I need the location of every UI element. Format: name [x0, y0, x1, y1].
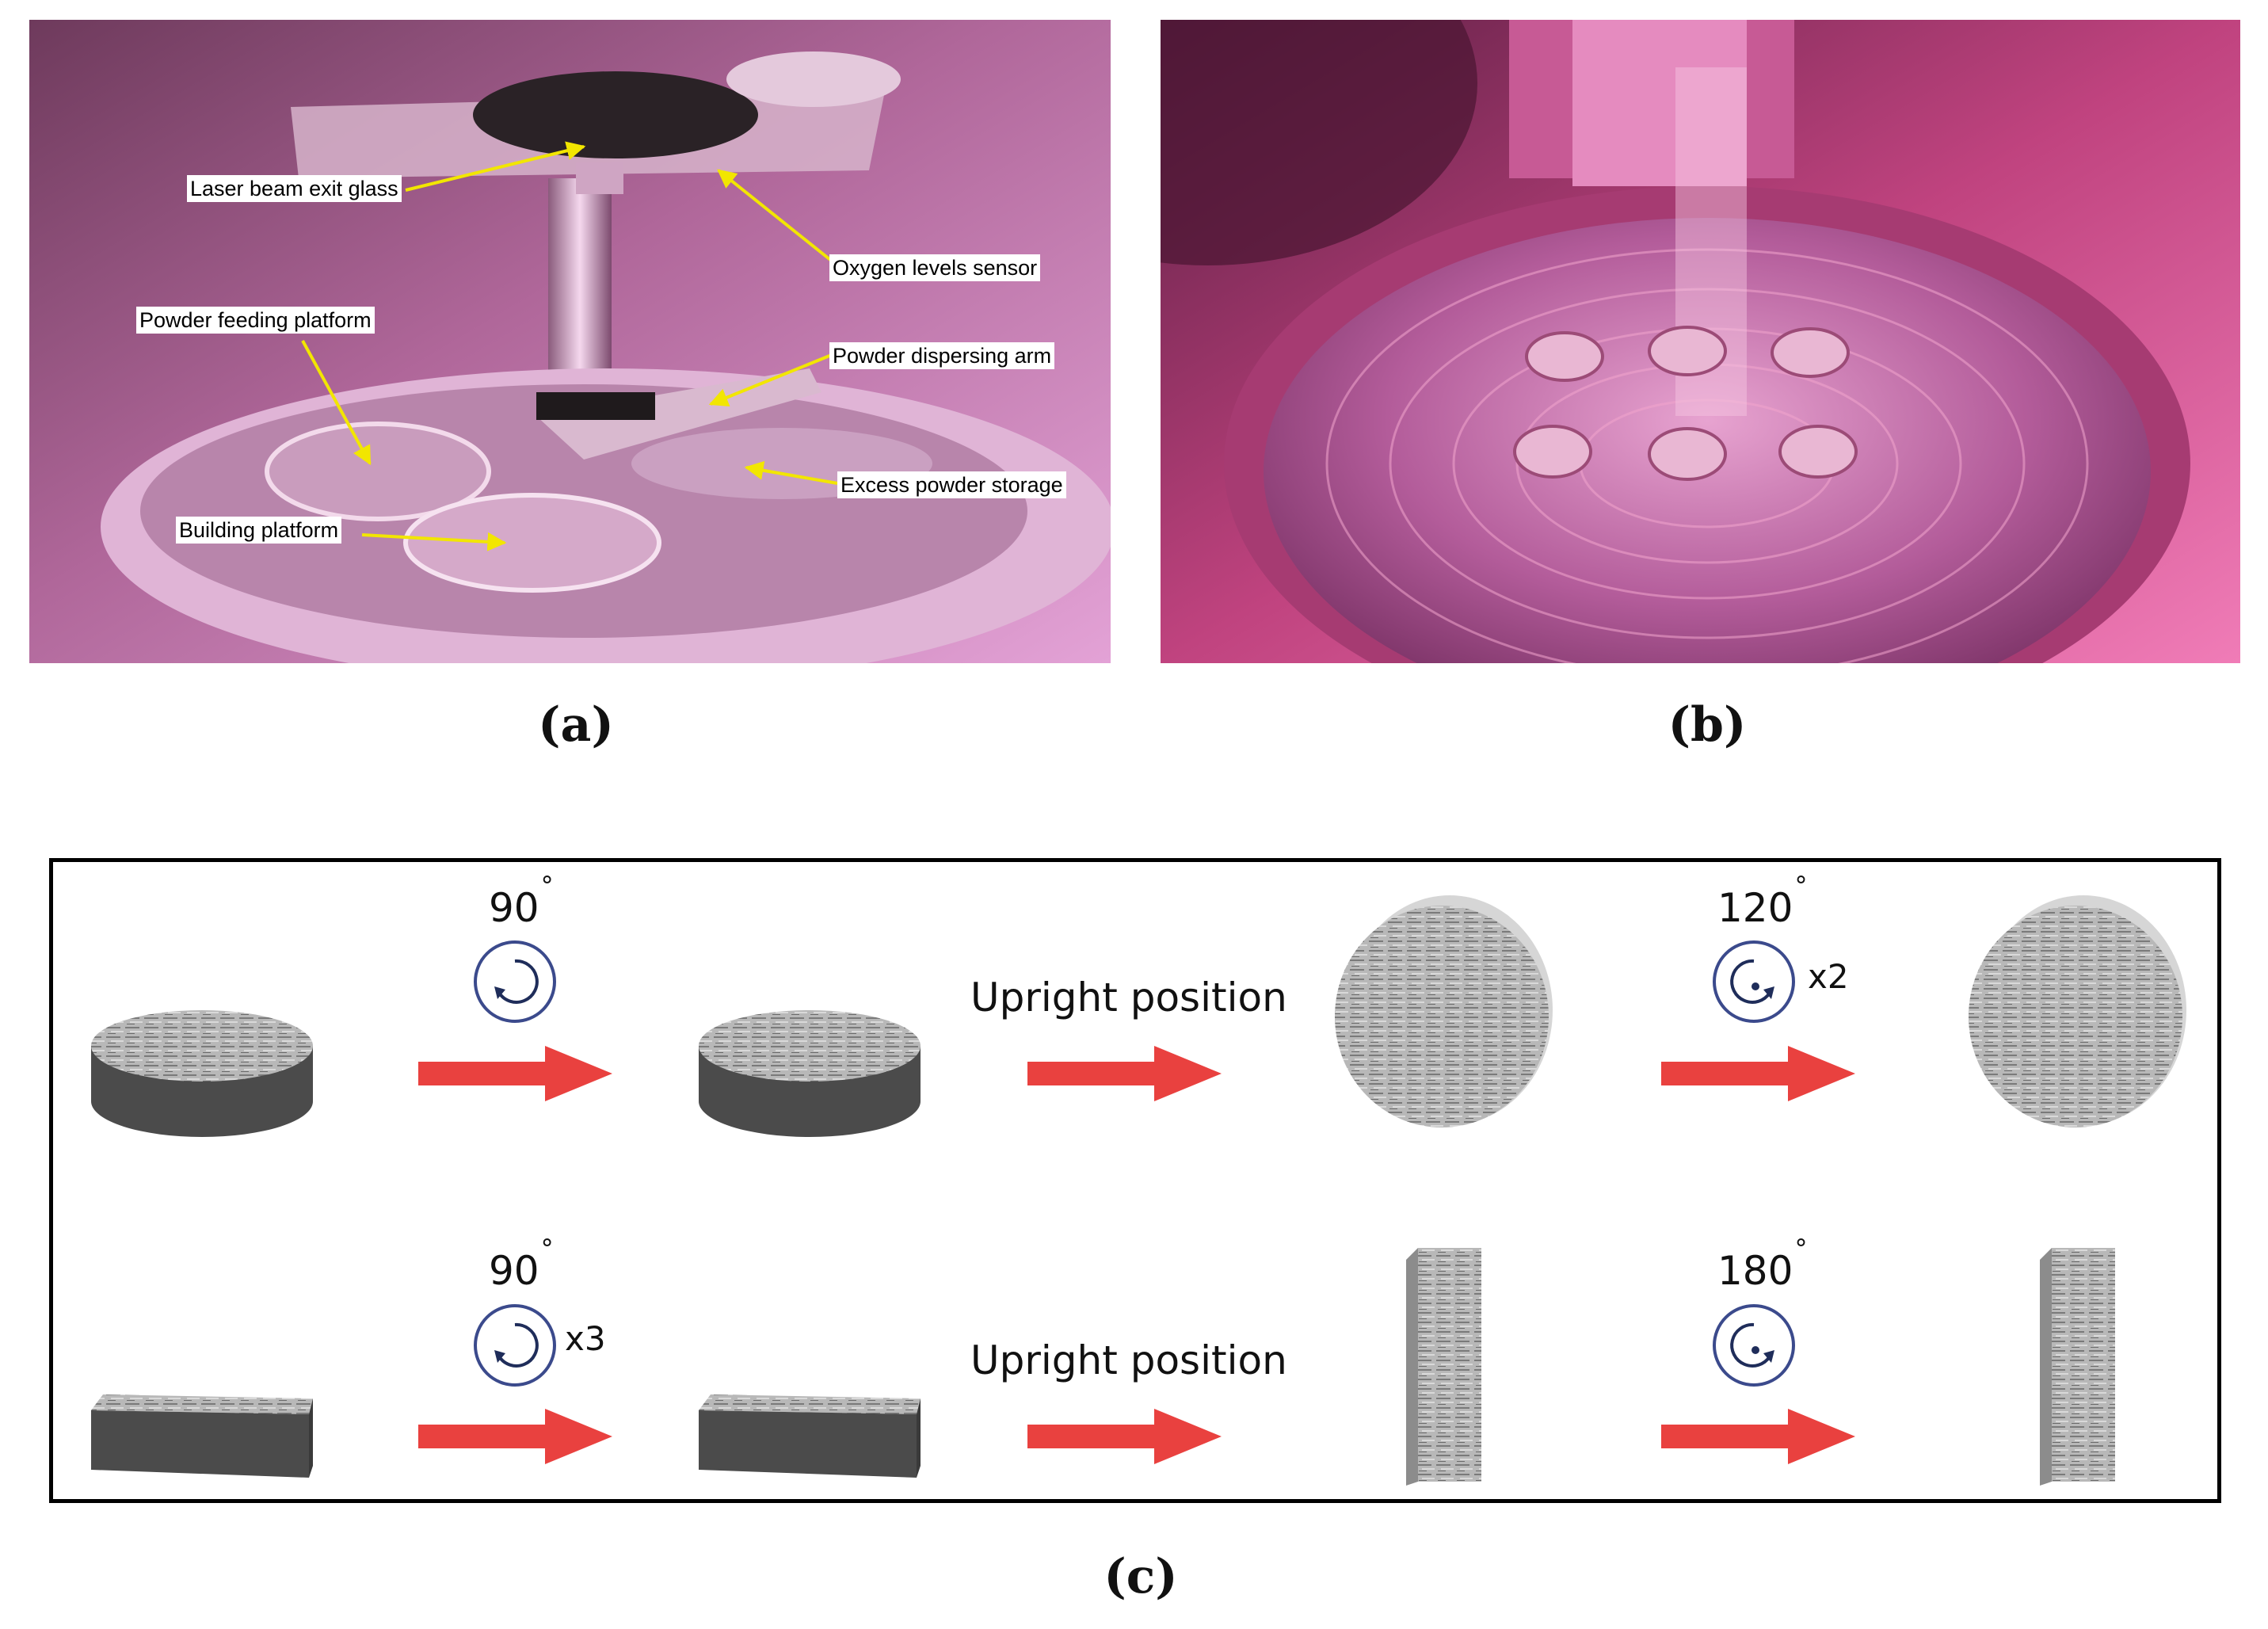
rotate-clockwise-icon	[474, 940, 556, 1023]
rotate-counterclockwise-icon	[1713, 940, 1795, 1023]
angle-value: 120	[1717, 885, 1793, 931]
degree-sign: °	[540, 1234, 554, 1264]
orientation-diagram	[49, 858, 2221, 1503]
disc-upright-1	[1335, 895, 1553, 1127]
callout-oxygen-levels-sensor: Oxygen levels sensor	[829, 254, 1041, 281]
rotate-clockwise-icon	[474, 1304, 556, 1387]
disc-flat-2	[699, 1010, 921, 1137]
multiplier-r1: x2	[1808, 957, 1849, 996]
arrow-r2-2	[1027, 1409, 1222, 1464]
degree-sign: °	[1794, 871, 1808, 901]
angle-value: 90	[489, 1248, 539, 1294]
photo-chamber-interior: Laser beam exit glass Oxygen levels sens…	[29, 20, 1111, 663]
callout-excess-powder-storage: Excess powder storage	[837, 471, 1066, 498]
caption-a: (a)	[538, 697, 614, 753]
angle-value: 180	[1717, 1248, 1793, 1294]
degree-sign: °	[1794, 1234, 1808, 1264]
angle-r2-2: 180°	[1717, 1234, 1807, 1294]
caption-b: (b)	[1668, 697, 1747, 753]
arrow-r1-2	[1027, 1046, 1222, 1101]
bar-upright-2	[2040, 1248, 2115, 1486]
arrow-r2-3	[1661, 1409, 1855, 1464]
callout-powder-feeding-platform: Powder feeding platform	[136, 307, 375, 334]
arrow-r1-1	[418, 1046, 612, 1101]
multiplier-r2: x3	[565, 1319, 606, 1358]
bar-flat-1	[91, 1394, 313, 1478]
angle-value: 90	[489, 885, 539, 931]
callout-building-platform: Building platform	[176, 517, 342, 544]
angle-r1-2: 120°	[1717, 871, 1807, 931]
angle-r2-1: 90°	[489, 1234, 554, 1294]
angle-r1-1: 90°	[489, 871, 554, 931]
caption-c: (c)	[1104, 1549, 1178, 1604]
disc-upright-2	[1969, 895, 2186, 1127]
photo-building-platform-samples	[1161, 20, 2240, 663]
callout-powder-dispersing-arm: Powder dispersing arm	[829, 342, 1055, 369]
disc-flat-1	[91, 1010, 313, 1137]
bar-upright-1	[1406, 1248, 1481, 1486]
arrow-r1-3	[1661, 1046, 1855, 1101]
upright-label-r2: Upright position	[970, 1337, 1287, 1383]
bar-flat-2	[699, 1394, 921, 1478]
rotate-counterclockwise-icon	[1713, 1304, 1795, 1387]
degree-sign: °	[540, 871, 554, 901]
arrow-r2-1	[418, 1409, 612, 1464]
upright-label-r1: Upright position	[970, 975, 1287, 1021]
callout-laser-beam-exit-glass: Laser beam exit glass	[187, 175, 402, 202]
